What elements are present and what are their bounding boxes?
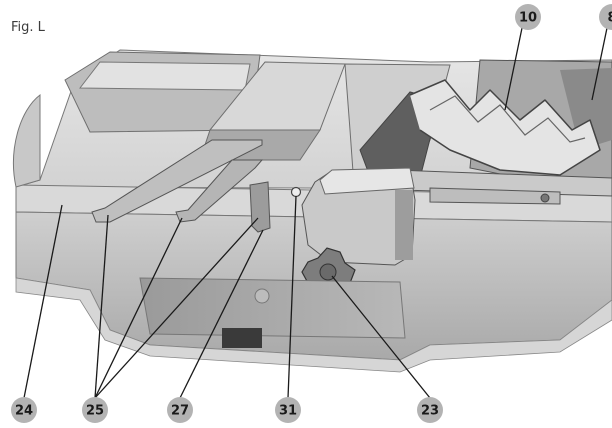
callout-number: 31 [279, 404, 297, 419]
clamp-lever-top [319, 167, 415, 195]
rear-block-top [78, 61, 251, 91]
leader-24 [23, 204, 63, 399]
leader-10 [504, 27, 523, 111]
callout-31: 31 [275, 397, 301, 423]
leader-23 [331, 275, 431, 399]
leader-25c [94, 217, 259, 399]
leader-31 [287, 195, 297, 399]
callout-circle [167, 397, 193, 423]
callout-24: 24 [11, 397, 37, 423]
callout-number: 25 [86, 404, 104, 419]
housing-base [15, 277, 612, 373]
callout-number: 24 [15, 404, 33, 419]
blade-holder-inner [429, 95, 586, 143]
callout-25: 25 [82, 397, 108, 423]
leader-lines [23, 27, 608, 399]
callout-group: 10 8 24 25 27 31 23 [11, 4, 612, 423]
blade-holder [409, 79, 601, 176]
guide-blade-middle [175, 159, 264, 223]
callout-8: 8 [599, 4, 612, 30]
panel-slot [222, 328, 262, 348]
angled-plate-light [560, 68, 612, 150]
leader-25a [94, 214, 109, 399]
slot-bar [429, 187, 561, 205]
slot-screw [540, 193, 550, 203]
leader-27 [179, 229, 264, 399]
figure-label: Fig. L [11, 20, 45, 35]
callout-number: 27 [171, 404, 189, 419]
clamp-lever-side [395, 190, 413, 260]
callout-circle [417, 397, 443, 423]
screw-31 [290, 186, 302, 198]
guide-blade-left [91, 139, 263, 223]
callout-circle [82, 397, 108, 423]
housing-left-side [13, 93, 41, 188]
callout-circle [599, 4, 612, 30]
callout-number: 8 [607, 11, 612, 26]
callout-27: 27 [167, 397, 193, 423]
callout-number: 10 [519, 11, 537, 26]
access-panel [139, 277, 406, 339]
panel-hole [254, 288, 270, 304]
leader-8 [591, 27, 608, 101]
callout-number: 23 [421, 404, 439, 419]
leader-25b [94, 217, 183, 399]
callout-circle [515, 4, 541, 30]
callout-23: 23 [417, 397, 443, 423]
callout-10: 10 [515, 4, 541, 30]
guide-tab-27 [249, 181, 271, 233]
callout-circle [275, 397, 301, 423]
callout-circle [11, 397, 37, 423]
